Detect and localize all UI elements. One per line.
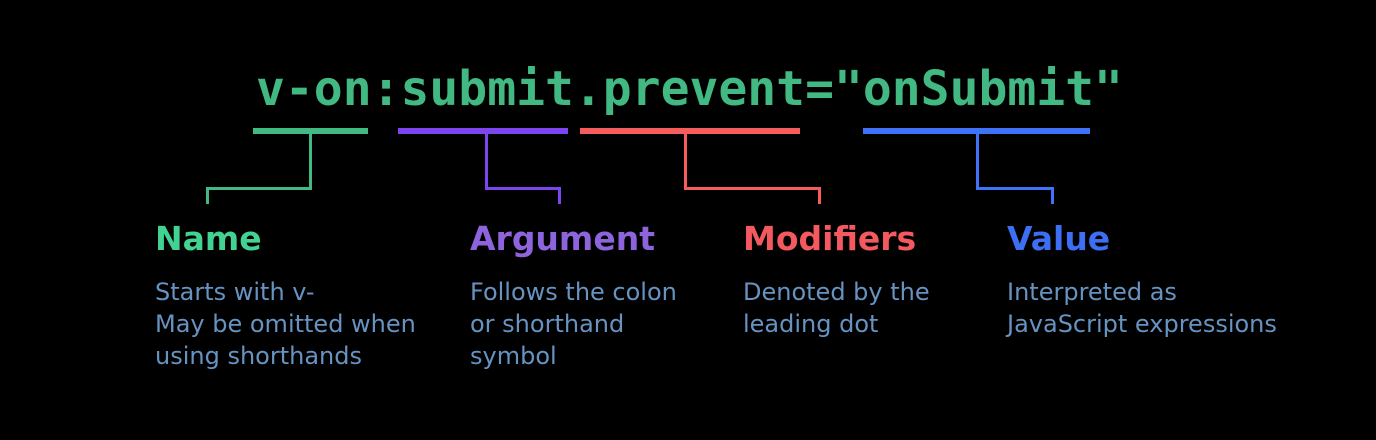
description-name: Starts with v- May be omitted when using… [155,278,416,370]
connector-name-vertical [309,134,312,190]
connector-argument-vertical [485,134,488,190]
underline-bar-argument [398,128,568,134]
connector-value-drop [1051,187,1054,204]
underline-bar-value [863,128,1090,134]
underline-bar-name [253,128,368,134]
label-modifiers: Modifiers [743,219,917,258]
connector-name-horizontal [206,187,312,190]
connector-argument-drop [558,187,561,204]
underline-bar-modifiers [580,128,800,134]
connector-value-vertical [976,134,979,190]
description-modifiers: Denoted by the leading dot [743,278,930,338]
label-name: Name [155,219,262,258]
connector-modifiers-vertical [684,134,687,190]
connector-modifiers-horizontal [684,187,821,190]
connector-name-drop [206,187,209,204]
connector-value-horizontal [976,187,1054,190]
connector-argument-horizontal [485,187,561,190]
connector-modifiers-drop [818,187,821,204]
label-value: Value [1007,219,1111,258]
description-value: Interpreted as JavaScript expressions [1007,278,1277,338]
description-argument: Follows the colon or shorthand symbol [470,278,677,370]
directive-code: v-on:submit.prevent="onSubmit" [256,61,1123,117]
label-argument: Argument [470,219,655,258]
